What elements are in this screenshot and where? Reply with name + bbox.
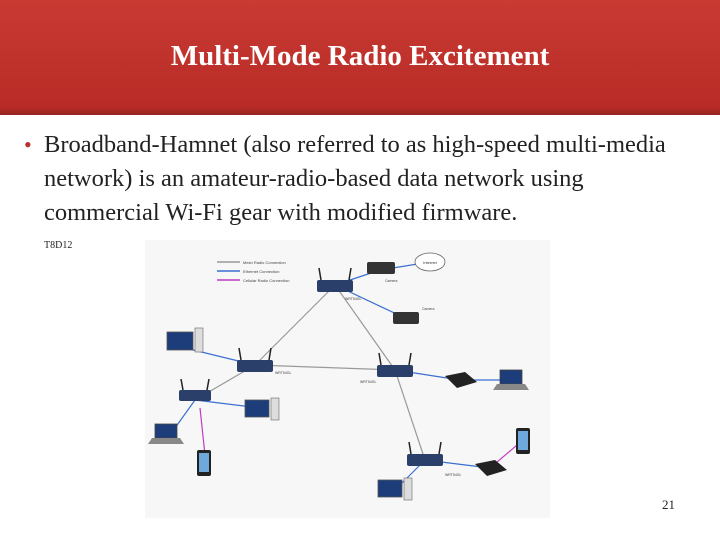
page-number: 21 bbox=[662, 497, 675, 512]
modem-icon bbox=[475, 460, 507, 476]
phone-icon bbox=[197, 450, 211, 476]
svg-text:WRT54GL: WRT54GL bbox=[360, 380, 377, 384]
svg-text:WRT54GL: WRT54GL bbox=[275, 371, 292, 375]
router-icon: WRT54GL bbox=[360, 352, 413, 384]
svg-text:Camera: Camera bbox=[385, 279, 398, 283]
router-icon: WRT54GL bbox=[317, 267, 362, 301]
legend-ethernet: Ethernet Connection bbox=[243, 269, 279, 274]
bullet-item: • Broadband-Hamnet (also referred to as … bbox=[24, 128, 704, 230]
router-icon: WRT54GL bbox=[407, 441, 462, 477]
camera-icon: Camera bbox=[367, 262, 398, 283]
router-icon: WRT54GL bbox=[237, 347, 292, 375]
laptop-icon bbox=[148, 423, 184, 444]
desktop-computer-icon bbox=[244, 397, 280, 421]
modem-icon bbox=[445, 372, 477, 388]
phone-icon bbox=[516, 428, 530, 454]
svg-text:Camera: Camera bbox=[422, 307, 435, 311]
laptop-icon bbox=[493, 369, 529, 390]
internet-cloud-icon: Internet bbox=[414, 252, 446, 272]
desktop-computer-icon bbox=[166, 327, 204, 353]
legend-mesh: Mesh Radio Connection bbox=[243, 260, 286, 265]
network-diagram: Mesh Radio Connection Ethernet Connectio… bbox=[145, 240, 550, 518]
legend-cellular: Cellular Radio Connection bbox=[243, 278, 289, 283]
svg-text:WRT54GL: WRT54GL bbox=[445, 473, 462, 477]
bullet-icon: • bbox=[24, 132, 32, 157]
camera-icon: Camera bbox=[393, 307, 435, 324]
diagram-legend: Mesh Radio Connection Ethernet Connectio… bbox=[217, 260, 289, 283]
router-icon bbox=[179, 378, 211, 401]
svg-text:Internet: Internet bbox=[423, 260, 437, 265]
slide-title: Multi-Mode Radio Excitement bbox=[170, 40, 550, 72]
bullet-text: Broadband-Hamnet (also referred to as hi… bbox=[44, 131, 666, 226]
network-diagram-svg: Mesh Radio Connection Ethernet Connectio… bbox=[148, 252, 530, 501]
title-bar: Multi-Mode Radio Excitement bbox=[0, 0, 720, 115]
question-tag: T8D12 bbox=[44, 240, 73, 251]
svg-text:WRT54GL: WRT54GL bbox=[345, 297, 362, 301]
desktop-computer-icon bbox=[377, 477, 413, 501]
